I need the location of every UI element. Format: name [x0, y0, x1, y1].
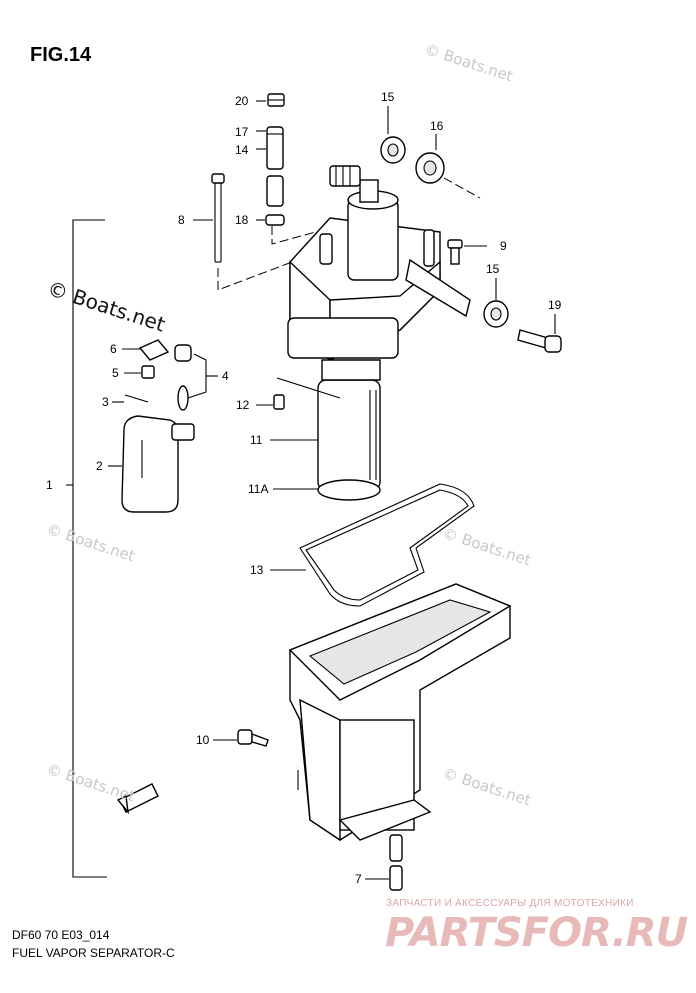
part-11-pump-unit	[270, 165, 471, 501]
part-16-grommet	[415, 134, 481, 199]
callout-6: 6	[110, 342, 117, 356]
part-20-cap	[256, 93, 285, 107]
figure-name: FUEL VAPOR SEPARATOR-C	[12, 946, 175, 960]
parts-2-6-group	[108, 339, 218, 513]
part-12-screw	[256, 394, 285, 410]
callout-3: 3	[102, 395, 109, 409]
callout-11: 11	[250, 433, 263, 447]
bracket-part-1	[66, 219, 107, 878]
callout-15-lower: 15	[486, 262, 500, 276]
part-19-bolt	[517, 314, 562, 353]
part-15-grommet-lower	[483, 278, 509, 328]
figure-code: DF60 70 E03_014	[12, 928, 110, 942]
part-8-bolt	[193, 173, 331, 291]
callout-11a: 11A	[248, 482, 269, 496]
callout-10: 10	[196, 733, 210, 747]
fwd-arrow-icon	[116, 783, 159, 815]
callout-13: 13	[250, 563, 264, 577]
callout-19: 19	[548, 298, 562, 312]
part-15-grommet-upper	[380, 106, 406, 164]
part-13-gasket	[270, 483, 475, 607]
callout-4: 4	[222, 369, 229, 383]
callout-5: 5	[112, 366, 119, 380]
callout-20: 20	[235, 94, 249, 108]
callout-14: 14	[235, 143, 249, 157]
callout-9: 9	[500, 239, 507, 253]
callout-17: 17	[235, 125, 249, 139]
callout-16: 16	[430, 119, 444, 133]
shop-logo: PARTSFOR.RU	[385, 910, 688, 956]
callout-7: 7	[355, 872, 362, 886]
callout-2: 2	[96, 459, 103, 473]
part-10-bolt	[213, 729, 269, 747]
part-7-pin	[365, 834, 403, 891]
separator-housing	[288, 583, 512, 842]
callout-18: 18	[235, 213, 249, 227]
callout-1: 1	[46, 478, 53, 492]
shop-tagline: ЗАПЧАСТИ И АКСЕССУАРЫ ДЛЯ МОТОТЕХНИКИ	[386, 898, 634, 909]
figure-title: FIG.14	[30, 44, 92, 66]
callout-12: 12	[236, 398, 250, 412]
callout-8: 8	[178, 213, 185, 227]
part-9-screw	[447, 239, 487, 265]
part-18-clip	[256, 214, 285, 226]
callout-15-upper: 15	[381, 90, 395, 104]
part-14-17-tube	[256, 126, 284, 207]
